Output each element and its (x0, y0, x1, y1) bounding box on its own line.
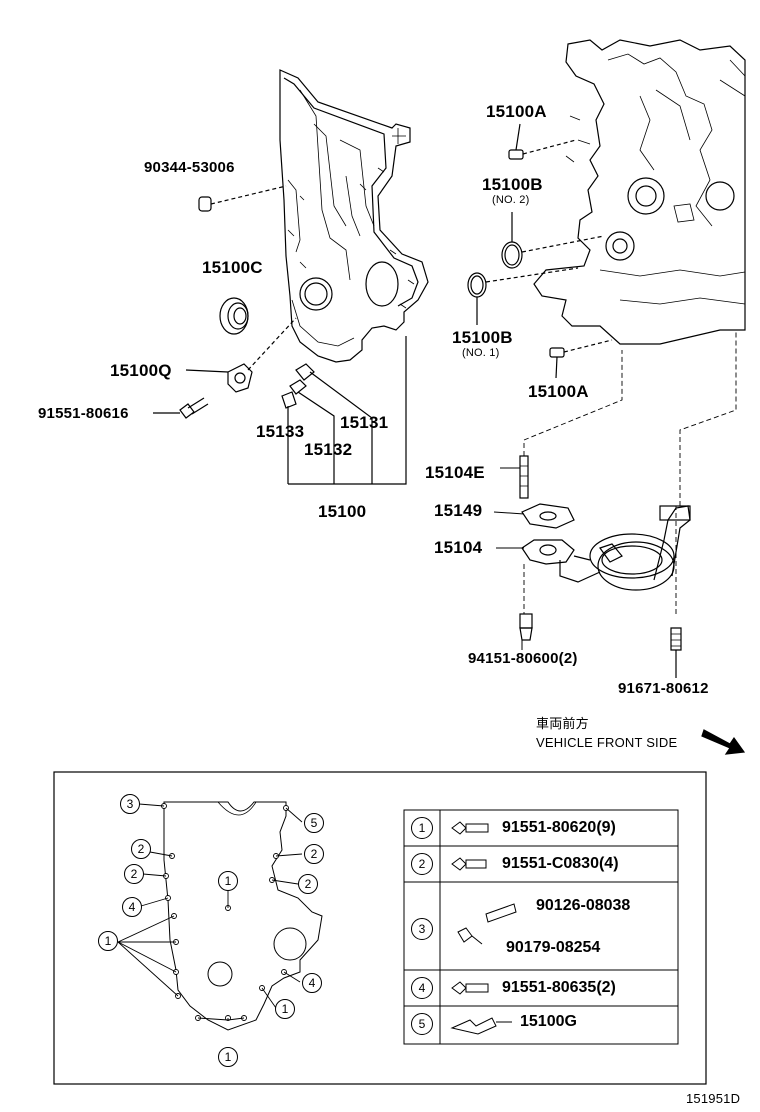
oil-seal-illustration (219, 297, 249, 335)
label-15104E: 15104E (425, 463, 485, 482)
o-ring-no1-illustration (467, 267, 579, 325)
inset-callout-2a: 2 (131, 839, 151, 859)
inset-callout-4a: 4 (122, 897, 142, 917)
label-15132: 15132 (304, 440, 353, 459)
inset-bolt-points (161, 803, 289, 1021)
table-row-5-part: 15100G (520, 1013, 577, 1030)
label-15100A-top: 15100A (486, 102, 547, 121)
inset-leader-lines (117, 803, 303, 1021)
oil-strainer-illustration (519, 455, 691, 678)
inset-callout-2d: 2 (298, 874, 318, 894)
label-15100: 15100 (318, 502, 367, 521)
vehicle-front-arrow (701, 729, 746, 755)
label-15131: 15131 (340, 413, 389, 432)
timing-cover-illustration (279, 69, 429, 363)
table-row-4-num: 4 (411, 977, 433, 999)
inset-cover-outline (163, 801, 323, 1031)
table-row-2-part: 91551-C0830(4) (502, 855, 619, 872)
label-15100B-top: 15100B (482, 175, 543, 194)
bolt-91551-80616-illustration (153, 397, 209, 419)
inset-frame (53, 771, 707, 1085)
table-row-3-num: 3 (411, 918, 433, 940)
table-row-3-part-b: 90179-08254 (506, 939, 601, 956)
inset-callout-2c: 2 (304, 844, 324, 864)
table-bolt-icons (450, 821, 517, 1035)
label-15100C: 15100C (202, 258, 263, 277)
table-row-4-part: 91551-80635(2) (502, 979, 616, 996)
inset-callout-1a: 1 (98, 931, 118, 951)
inset-callout-1b: 1 (218, 871, 238, 891)
table-row-1-part: 91551-80620(9) (502, 819, 616, 836)
strainer-guide-lines (523, 330, 737, 614)
vehicle-front-jp: 車両前方 (536, 716, 589, 731)
label-15100A-mid: 15100A (528, 382, 589, 401)
label-15100B-top-note: (NO. 2) (492, 194, 530, 206)
inset-callout-3: 3 (120, 794, 140, 814)
o-ring-no2-illustration (501, 212, 605, 269)
inset-callout-1c: 1 (275, 999, 295, 1019)
figure-id: 151951D (686, 1091, 741, 1106)
inset-callout-4b: 4 (302, 973, 322, 993)
pin-15100A-mid-illustration (549, 339, 613, 379)
small-plugs-illustration (281, 336, 407, 485)
vehicle-front-en: VEHICLE FRONT SIDE (536, 735, 678, 750)
table-row-1-num: 1 (411, 817, 433, 839)
table-row-2-num: 2 (411, 853, 433, 875)
label-15104: 15104 (434, 538, 483, 557)
inset-callout-5: 5 (304, 813, 324, 833)
label-15133: 15133 (256, 422, 305, 441)
label-15100B-mid-note: (NO. 1) (462, 347, 500, 359)
label-91671-80612: 91671-80612 (618, 680, 709, 697)
label-91551-80616: 91551-80616 (38, 405, 129, 422)
label-90344-53006: 90344-53006 (144, 159, 235, 176)
pin-15100A-top-illustration (508, 123, 577, 160)
engine-block-illustration (533, 39, 746, 345)
inset-callout-2b: 2 (124, 864, 144, 884)
label-15100Q: 15100Q (110, 361, 172, 380)
valve-15100Q-illustration (185, 317, 297, 393)
label-15149: 15149 (434, 501, 483, 520)
plug-90344-illustration (198, 185, 287, 212)
inset-callout-1d: 1 (218, 1047, 238, 1067)
table-row-5-num: 5 (411, 1013, 433, 1035)
leader-lines (493, 467, 525, 650)
label-15100B-mid: 15100B (452, 328, 513, 347)
table-row-3-part-a: 90126-08038 (536, 897, 631, 914)
parts-table-grid (403, 809, 679, 1045)
label-94151-80600: 94151-80600(2) (468, 650, 578, 667)
